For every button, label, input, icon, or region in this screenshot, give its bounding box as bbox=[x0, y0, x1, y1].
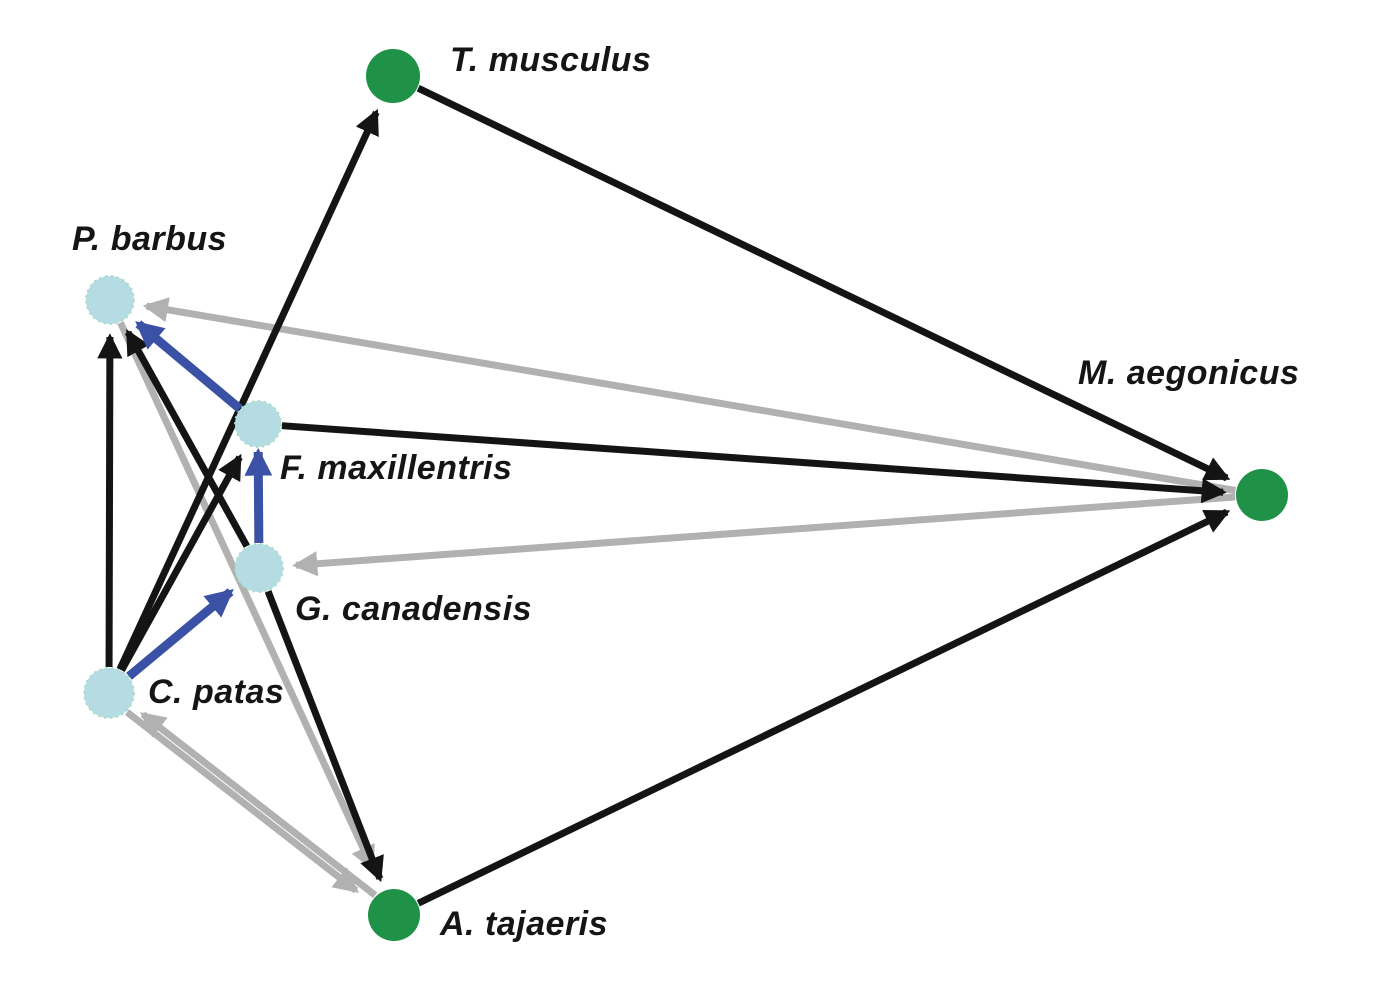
label-m_aegonicus: M. aegonicus bbox=[1078, 354, 1300, 392]
label-p_barbus: P. barbus bbox=[72, 220, 228, 258]
node-g_canadensis bbox=[234, 543, 284, 593]
edge-p_barbus-to-a_tajaeris bbox=[117, 321, 376, 872]
edge-c_patas-to-t_musculus bbox=[116, 108, 380, 671]
edge-c_patas-to-g_canadensis bbox=[126, 588, 234, 680]
edge-g_canadensis-to-p_barbus bbox=[124, 329, 250, 548]
edge-g_canadensis-to-a_tajaeris bbox=[264, 590, 384, 883]
edge-c_patas-to-a_tajaeris bbox=[124, 709, 360, 894]
node-t_musculus bbox=[366, 49, 420, 103]
edge-t_musculus-to-m_aegonicus bbox=[416, 85, 1231, 482]
edge-a_tajaeris-to-m_aegonicus bbox=[416, 508, 1231, 907]
node-f_maxillentris bbox=[234, 400, 282, 448]
label-g_canadensis: G. canadensis bbox=[295, 590, 533, 628]
label-f_maxillentris: F. maxillentris bbox=[280, 449, 513, 487]
node-m_aegonicus bbox=[1236, 469, 1288, 521]
edge-c_patas-to-p_barbus bbox=[97, 333, 123, 668]
label-t_musculus: T. musculus bbox=[450, 41, 652, 79]
edge-g_canadensis-to-f_maxillentris bbox=[244, 447, 273, 544]
edge-f_maxillentris-to-m_aegonicus bbox=[281, 422, 1227, 504]
node-p_barbus bbox=[85, 275, 135, 325]
edge-f_maxillentris-to-p_barbus bbox=[135, 320, 243, 413]
edge-m_aegonicus-to-g_canadensis bbox=[292, 493, 1236, 577]
edge-m_aegonicus-to-p_barbus bbox=[142, 297, 1236, 494]
label-a_tajaeris: A. tajaeris bbox=[440, 905, 609, 943]
label-c_patas: C. patas bbox=[148, 673, 285, 711]
edge-a_tajaeris-to-c_patas bbox=[140, 711, 378, 899]
node-c_patas bbox=[83, 667, 135, 719]
node-a_tajaeris bbox=[368, 889, 420, 941]
